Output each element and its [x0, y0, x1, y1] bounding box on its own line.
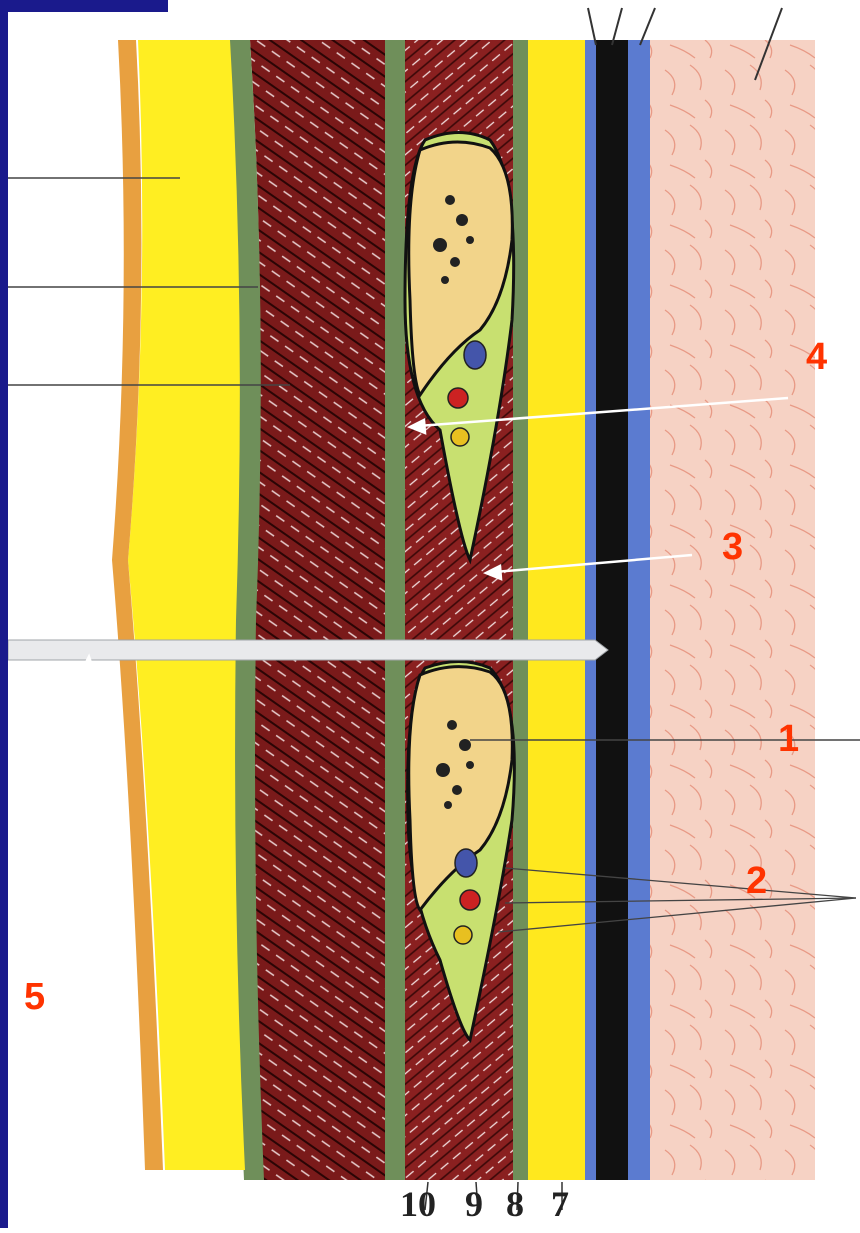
- bottom-label-10: 10: [400, 1186, 436, 1222]
- callout-5: 5: [24, 978, 45, 1016]
- upper-vein-icon: [464, 341, 486, 369]
- fat-layer-right: [520, 40, 585, 1180]
- lower-artery-icon: [460, 890, 480, 910]
- upper-nerve-icon: [451, 428, 469, 446]
- black-layer: [596, 40, 628, 1180]
- callout-3: 3: [722, 528, 743, 566]
- leader-line-top-3: [640, 8, 655, 45]
- callout-2: 2: [746, 862, 767, 900]
- bottom-label-9: 9: [465, 1186, 483, 1222]
- needle-bar: [8, 640, 608, 660]
- slide-left-frame: [0, 0, 8, 1228]
- bottom-label-7: 7: [551, 1186, 569, 1222]
- arrow-5: [48, 656, 94, 975]
- callout-1: 1: [778, 720, 799, 758]
- leader-line-top-2: [612, 8, 622, 45]
- lower-vein-icon: [455, 849, 477, 877]
- skin-layer: [645, 40, 815, 1180]
- outer-muscle-band: [250, 40, 385, 1180]
- lower-nerve-icon: [454, 926, 472, 944]
- bottom-label-8: 8: [506, 1186, 524, 1222]
- bottom-leaders: [425, 1182, 562, 1210]
- callout-4: 4: [806, 338, 827, 376]
- leader-line-top-1: [588, 8, 596, 45]
- slide-top-frame: [0, 0, 168, 12]
- upper-artery-icon: [448, 388, 468, 408]
